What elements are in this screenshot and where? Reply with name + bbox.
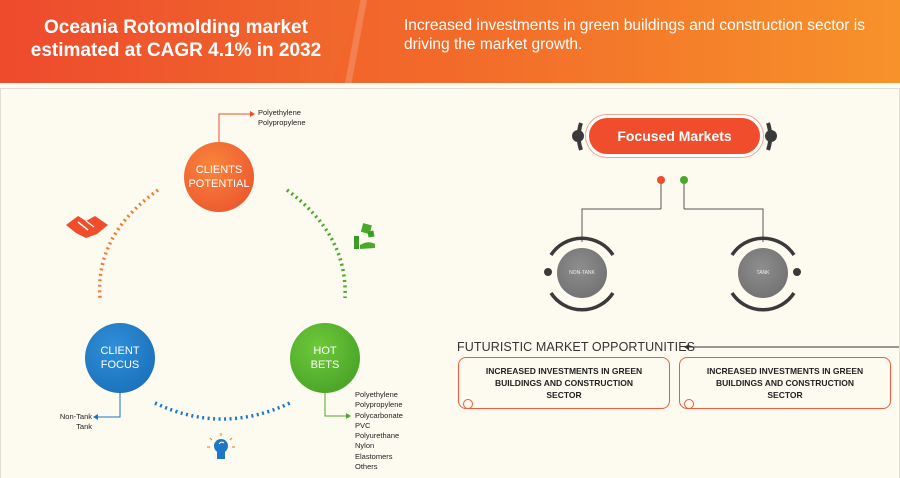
tree-branch-right <box>684 208 764 242</box>
hot-connector <box>324 393 346 417</box>
clients-connector <box>218 113 250 142</box>
tank-ring-top <box>730 236 796 256</box>
hot-bets-list: Polyethylene Polypropylene Polycarbonate… <box>355 390 403 472</box>
hot-bets-circle: HOT BETS <box>290 323 360 393</box>
list-item: Nylon <box>355 441 375 451</box>
arc-blue <box>154 401 291 421</box>
arc-orange <box>97 188 160 299</box>
panel-top-border <box>0 88 900 89</box>
header-title-panel <box>0 0 360 83</box>
opportunity-box-2: INCREASED INVESTMENTS IN GREEN BUILDINGS… <box>679 357 891 409</box>
list-item: Polypropylene <box>355 400 403 410</box>
lightbulb-icon <box>207 433 235 459</box>
opportunity-text-2: INCREASED INVESTMENTS IN GREEN BUILDINGS… <box>706 366 864 400</box>
list-item: Non-Tank <box>59 412 92 421</box>
tank-ring-bottom <box>730 292 796 312</box>
arc-green <box>285 188 347 299</box>
tank-circle: TANK <box>738 248 788 298</box>
focused-knob-left <box>572 130 584 142</box>
header-banner: Oceania Rotomolding market estimated at … <box>0 0 900 83</box>
focus-arrowhead <box>93 414 98 420</box>
hot-bets-line1: HOT <box>313 345 337 357</box>
handshake-icon <box>66 216 108 238</box>
opportunity-text-1: INCREASED INVESTMENTS IN GREEN BUILDINGS… <box>485 366 643 400</box>
page-title: Oceania Rotomolding market estimated at … <box>30 17 322 61</box>
tank-label: TANK <box>756 270 770 276</box>
list-item: Polypropylene <box>258 118 306 128</box>
focused-knob-right <box>765 130 777 142</box>
tank-knob <box>793 268 801 276</box>
list-item: PVC <box>355 420 371 430</box>
client-focus-line2: FOCUS <box>100 359 140 371</box>
clients-potential-circle: CLIENTS POTENTIAL <box>184 142 254 212</box>
non-tank-label: NON-TANK <box>569 270 595 276</box>
clients-potential-list: Polyethylene Polypropylene <box>258 108 306 129</box>
list-item: Polyethylene <box>355 390 398 399</box>
panel-left-border <box>0 88 1 478</box>
list-item: Polyethylene <box>258 108 301 117</box>
opportunity-dot-2 <box>684 399 694 409</box>
list-item: Others <box>355 462 378 472</box>
non-tank-circle: NON-TANK <box>557 248 607 298</box>
list-item: Polyurethane <box>355 431 400 441</box>
hot-arrowhead <box>346 413 351 419</box>
tree-dot-green <box>680 176 688 184</box>
fmo-arrowhead <box>684 344 689 350</box>
list-item: Elastomers <box>355 451 393 461</box>
focus-connector <box>98 393 121 418</box>
tree-dot-red <box>657 176 665 184</box>
opportunity-dot-1 <box>463 399 473 409</box>
tree-branch-left <box>581 208 661 242</box>
clients-potential-line2: POTENTIAL <box>188 178 250 190</box>
hot-bets-line2: BETS <box>310 359 340 371</box>
nontank-ring-bottom <box>549 292 615 312</box>
list-item: Tank <box>76 422 92 432</box>
focused-markets-title: Focused Markets <box>586 115 763 157</box>
list-item: Polycarbonate <box>355 410 403 420</box>
nontank-ring-top <box>549 236 615 256</box>
clients-arrowhead <box>250 111 255 117</box>
client-focus-list: Non-Tank Tank <box>56 412 92 433</box>
client-focus-circle: CLIENT FOCUS <box>85 323 155 393</box>
nontank-knob <box>544 268 552 276</box>
money-hand-icon <box>354 223 375 249</box>
opportunities-title: FUTURISTIC MARKET OPPORTUNITIES <box>457 340 696 354</box>
opportunity-box-1: INCREASED INVESTMENTS IN GREEN BUILDINGS… <box>458 357 670 409</box>
client-focus-line1: CLIENT <box>100 345 140 357</box>
page-subtitle: Increased investments in green buildings… <box>404 17 865 53</box>
clients-potential-line1: CLIENTS <box>195 164 243 176</box>
